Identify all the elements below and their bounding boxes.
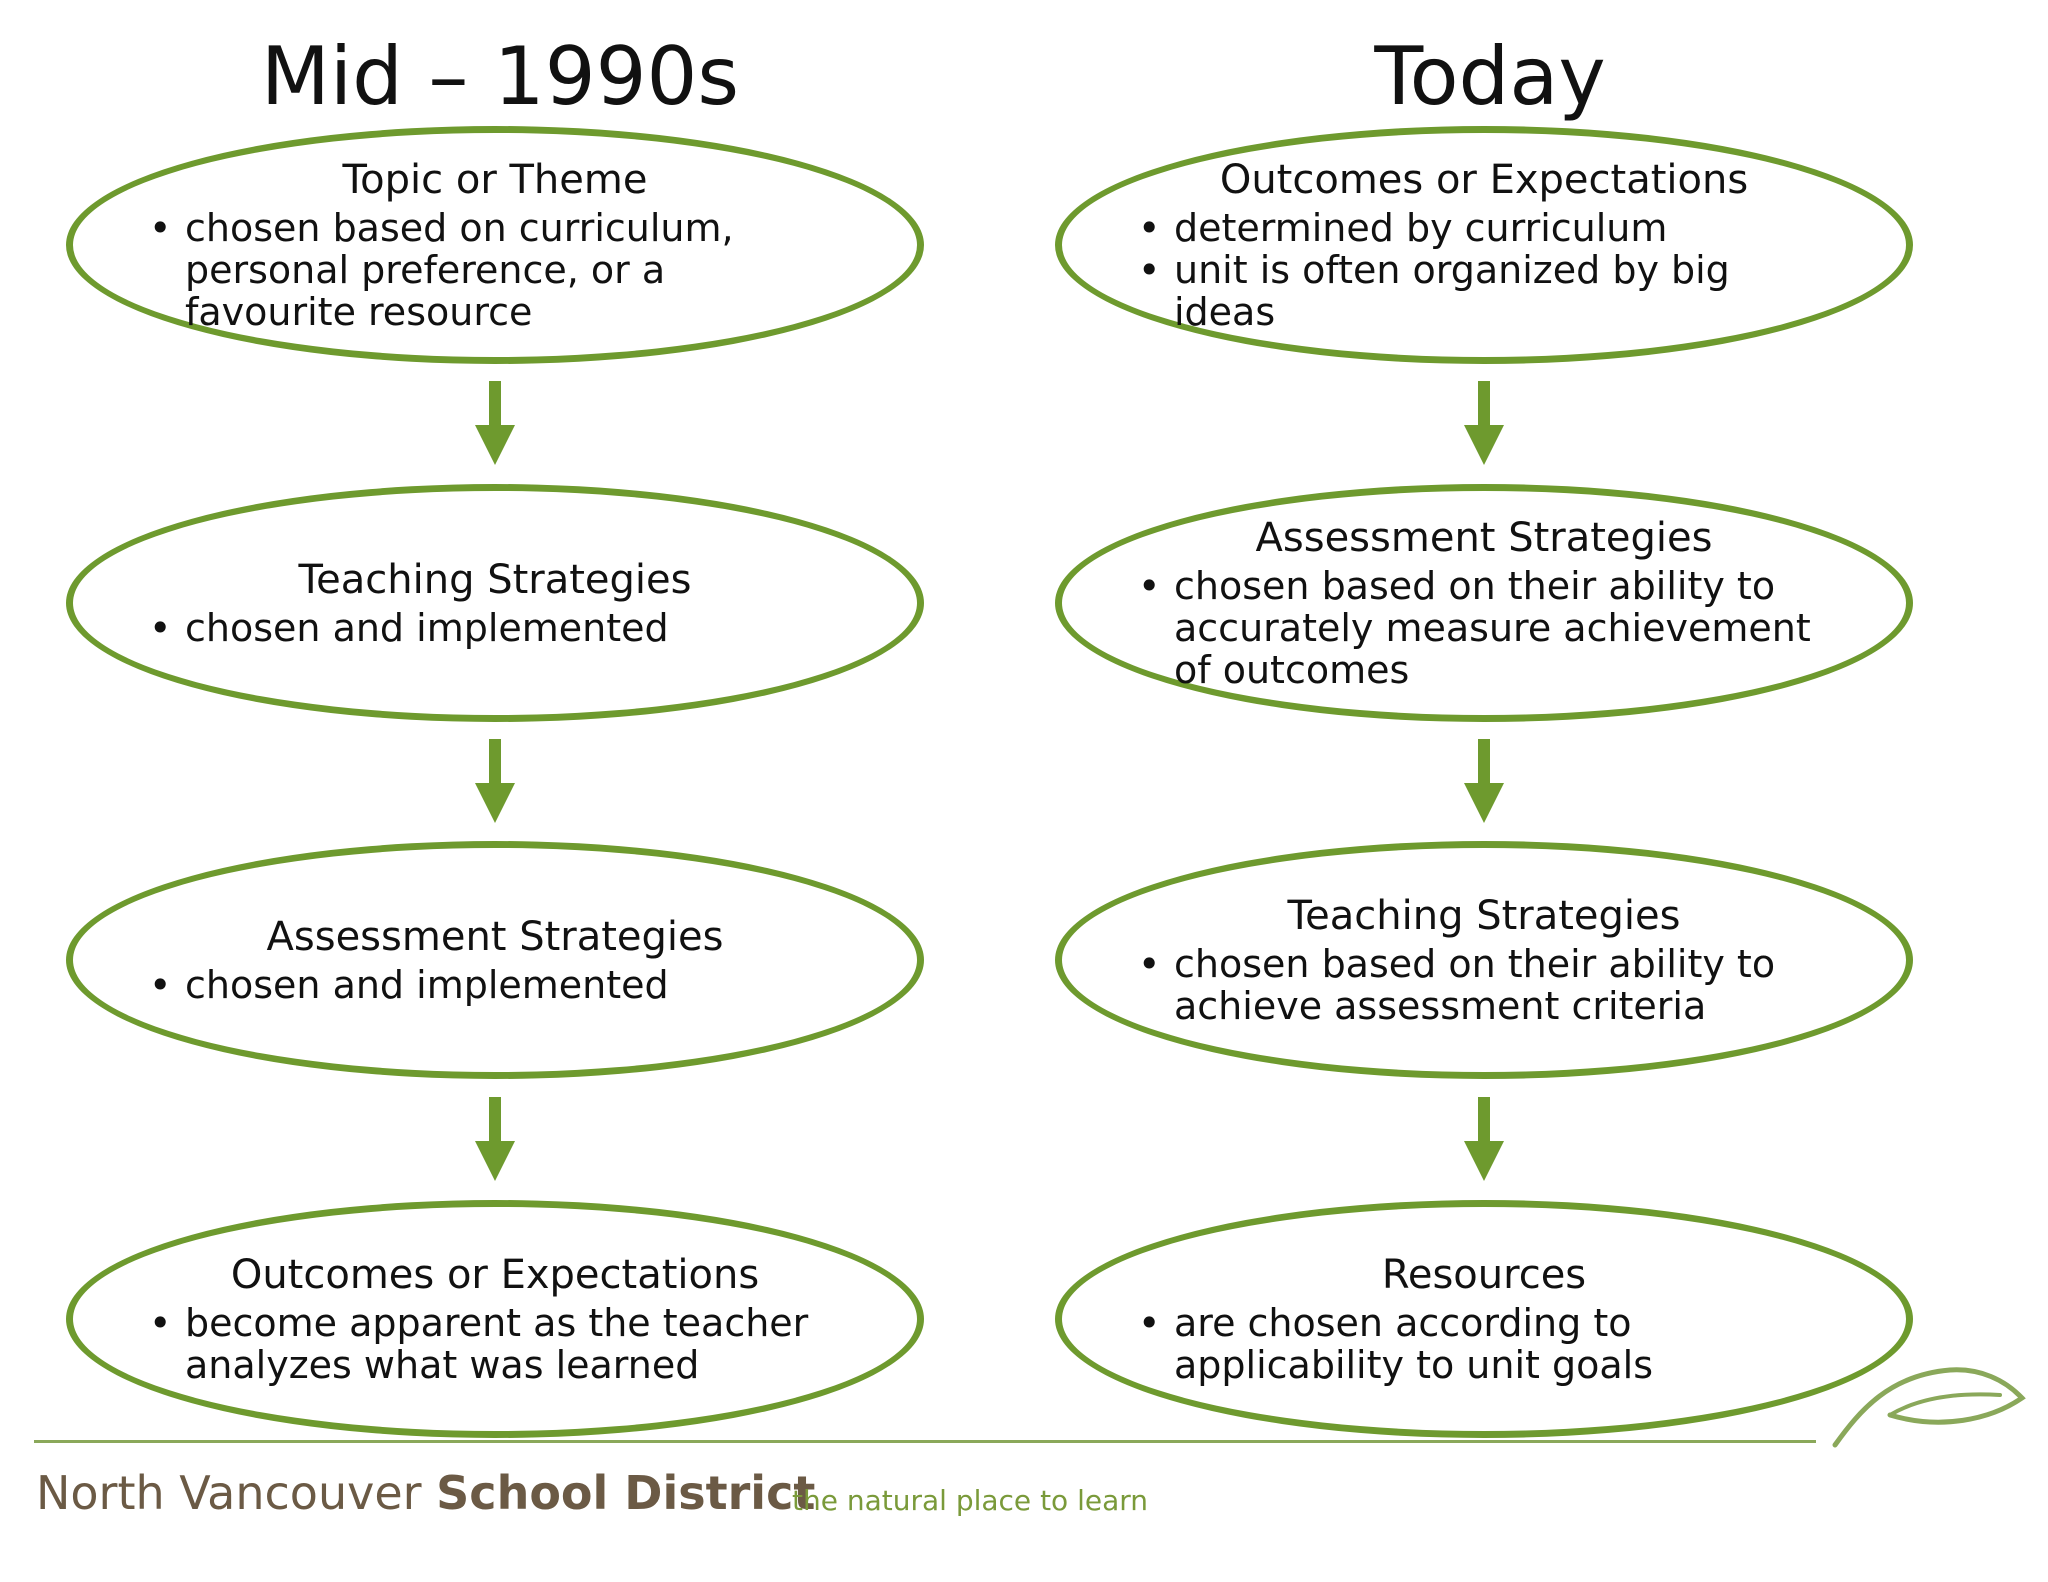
bullet-item: chosen based on their ability to achieve… xyxy=(1138,943,1836,1027)
left-step-4: Outcomes or Expectations become apparent… xyxy=(66,1200,924,1438)
down-arrow-icon xyxy=(475,381,515,467)
step-bullets: are chosen according to applicability to… xyxy=(1132,1302,1836,1386)
step-bullets: chosen and implemented xyxy=(143,964,847,1006)
bullet-item: chosen based on their ability to accurat… xyxy=(1138,565,1836,691)
column-title-mid-1990s: Mid – 1990s xyxy=(260,30,740,123)
bullet-item: are chosen according to applicability to… xyxy=(1138,1302,1836,1386)
organization-name-bold: School District xyxy=(436,1466,816,1520)
bullet-item: determined by curriculum xyxy=(1138,207,1836,249)
step-bullets: chosen based on their ability to accurat… xyxy=(1132,565,1836,691)
bullet-item: become apparent as the teacher analyzes … xyxy=(149,1302,847,1386)
leaf-icon xyxy=(1832,1367,2026,1448)
right-step-2: Assessment Strategies chosen based on th… xyxy=(1055,484,1913,722)
left-step-3: Assessment Strategies chosen and impleme… xyxy=(66,841,924,1079)
down-arrow-icon xyxy=(1464,1097,1504,1183)
step-title: Teaching Strategies xyxy=(298,557,692,603)
down-arrow-icon xyxy=(1464,381,1504,467)
right-step-4: Resources are chosen according to applic… xyxy=(1055,1200,1913,1438)
tagline: the natural place to learn xyxy=(792,1484,1149,1517)
down-arrow-icon xyxy=(1464,739,1504,825)
bullet-item: chosen and implemented xyxy=(149,607,847,649)
step-title: Resources xyxy=(1381,1252,1587,1298)
organization-name-regular: North Vancouver xyxy=(36,1466,437,1520)
left-step-1: Topic or Theme chosen based on curriculu… xyxy=(66,126,924,364)
step-bullets: chosen and implemented xyxy=(143,607,847,649)
footer-divider xyxy=(34,1440,1816,1443)
step-title: Outcomes or Expectations xyxy=(230,1252,760,1298)
column-title-today: Today xyxy=(1374,30,1606,123)
bullet-item: chosen based on curriculum, personal pre… xyxy=(149,207,847,333)
right-step-1: Outcomes or Expectations determined by c… xyxy=(1055,126,1913,364)
down-arrow-icon xyxy=(475,739,515,825)
step-title: Assessment Strategies xyxy=(266,914,724,960)
step-title: Topic or Theme xyxy=(342,157,648,203)
step-title: Teaching Strategies xyxy=(1287,893,1681,939)
step-bullets: become apparent as the teacher analyzes … xyxy=(143,1302,847,1386)
step-bullets: determined by curriculum unit is often o… xyxy=(1132,207,1836,333)
bullet-item: unit is often organized by big ideas xyxy=(1138,249,1836,333)
down-arrow-icon xyxy=(475,1097,515,1183)
left-step-2: Teaching Strategies chosen and implement… xyxy=(66,484,924,722)
organization-name: North Vancouver School District xyxy=(36,1466,815,1520)
bullet-item: chosen and implemented xyxy=(149,964,847,1006)
step-title: Assessment Strategies xyxy=(1255,515,1713,561)
step-title: Outcomes or Expectations xyxy=(1219,157,1749,203)
right-step-3: Teaching Strategies chosen based on thei… xyxy=(1055,841,1913,1079)
step-bullets: chosen based on their ability to achieve… xyxy=(1132,943,1836,1027)
step-bullets: chosen based on curriculum, personal pre… xyxy=(143,207,847,333)
